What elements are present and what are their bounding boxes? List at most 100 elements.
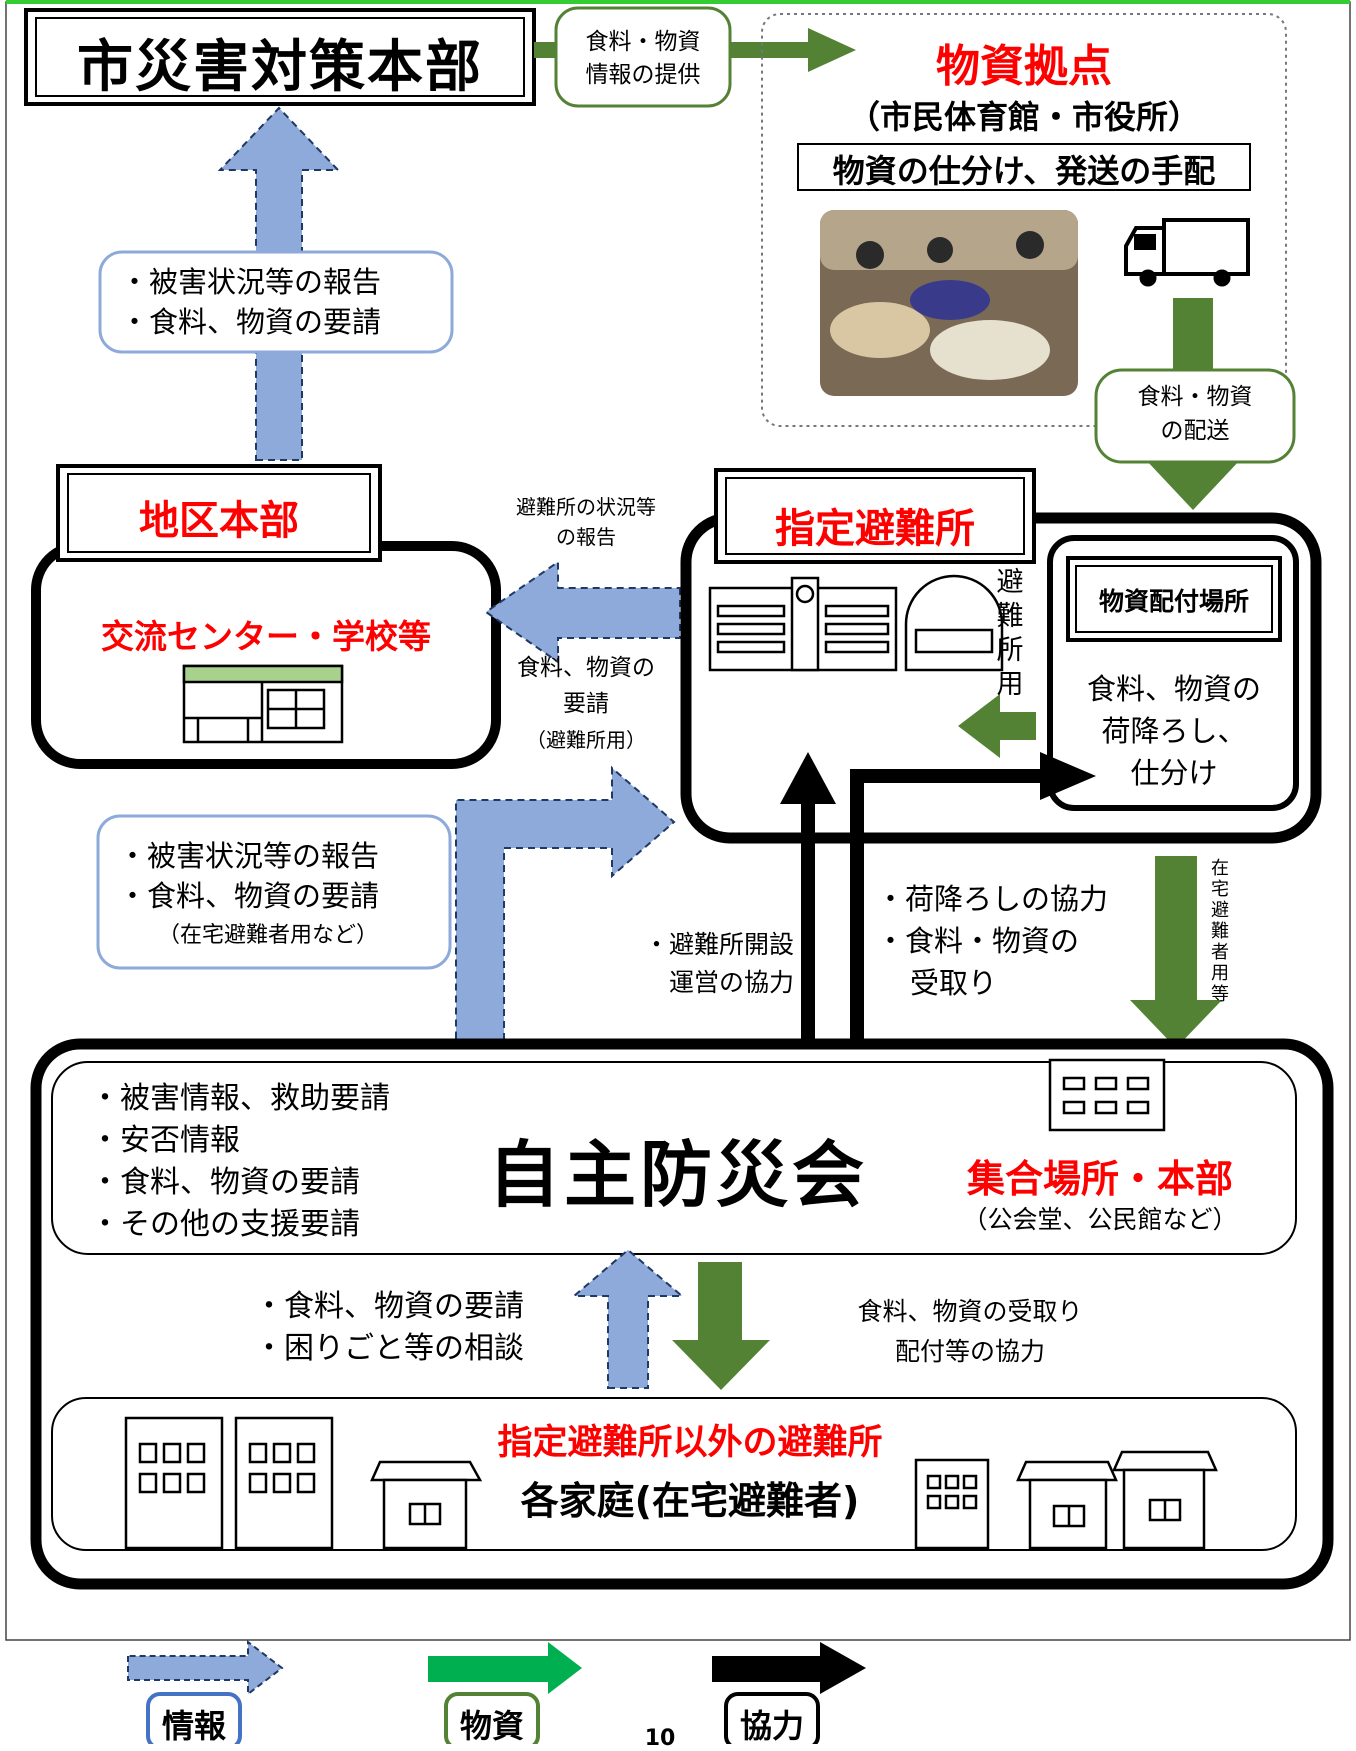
district-location: 交流センター・学校等 <box>101 617 431 656</box>
shelter-use-label: 避 難 所 用 <box>992 566 1028 702</box>
delivery-line1: 食料・物資 <box>1137 384 1253 410</box>
shelter-use-char: 所 <box>996 635 1024 666</box>
supply-info-bubble <box>554 6 732 108</box>
home-use-char: 等 <box>1211 984 1229 1005</box>
house-icon-2 <box>1016 1460 1118 1550</box>
depot-subtitle: （市民体育館・市役所） <box>847 98 1200 136</box>
legend-info-label: 情報 <box>161 1707 226 1745</box>
shelter-report-label: 避難所の状況等 の報告 <box>486 492 686 552</box>
report-up-bubble <box>98 250 454 354</box>
legend-info-arrow <box>127 1639 284 1697</box>
home-use-label: 在 宅 避 難 者 用 等 <box>1208 858 1232 1005</box>
supply-info-line2: 情報の提供 <box>585 62 701 88</box>
legend-goods-box <box>444 1692 540 1744</box>
org-inner-box <box>51 1061 1297 1255</box>
org-title: 自主防災会 <box>488 1133 869 1217</box>
coop-arrow-unload <box>850 752 1096 1042</box>
distribution-line: 仕分け <box>1130 756 1218 790</box>
org-place: 集合場所・本部 <box>966 1157 1233 1201</box>
unload-coop-line1: ・荷降ろしの協力 <box>876 882 1109 916</box>
shelter-report-line2: の報告 <box>556 525 616 549</box>
recv-bottom-label: 食料、物資の受取り 配付等の協力 <box>820 1292 1120 1372</box>
home-use-char: 在 <box>1211 858 1229 879</box>
goods-arrow-hq-to-depot <box>534 28 856 72</box>
info-arrow-shelter-to-district <box>484 560 681 664</box>
org-item: ・食料、物資の要請 <box>90 1165 360 1200</box>
legend-goods-arrow <box>428 1642 582 1694</box>
report-up-line1: ・被害状況等の報告 <box>120 265 382 299</box>
shelter-report-line1: 避難所の状況等 <box>516 495 656 519</box>
school-icon <box>708 574 1004 672</box>
org-place-note: （公会堂、公民館など） <box>962 1205 1238 1234</box>
unload-coop-line3: 受取り <box>910 966 998 1000</box>
org-container <box>30 1038 1334 1590</box>
report-mid-line3: （在宅避難者用など） <box>158 923 379 948</box>
households-line2: 各家庭(在宅避難者) <box>520 1479 860 1523</box>
distribution-title-box <box>1066 556 1282 642</box>
distribution-title: 物資配付場所 <box>1098 587 1249 616</box>
shelter-request-label: 食料、物資の 要請 （避難所用） <box>486 650 686 758</box>
truck-icon <box>1124 218 1250 287</box>
report-mid-line1: ・被害状況等の報告 <box>118 839 380 873</box>
recv-bottom-line1: 食料、物資の受取り <box>857 1297 1083 1326</box>
apartment-icon-2 <box>234 1416 334 1550</box>
legend-info-box <box>146 1692 242 1744</box>
report-up-label: ・被害状況等の報告 ・食料、物資の要請 <box>120 262 381 342</box>
report-mid-bubble <box>96 814 452 970</box>
shelter-request-line2: 要請 <box>563 691 609 717</box>
goods-arrow-org-to-home <box>672 1262 770 1390</box>
distribution-text: 食料、物資の 荷降ろし、 仕分け <box>1056 668 1292 794</box>
shelter-use-char: 難 <box>996 601 1024 632</box>
home-use-char: 難 <box>1211 921 1229 942</box>
depot-task-box <box>797 143 1251 191</box>
building-icon <box>182 664 344 744</box>
home-use-char: 避 <box>1211 900 1229 921</box>
home-use-char: 用 <box>1211 963 1229 984</box>
org-item: ・その他の支援要請 <box>90 1207 360 1242</box>
report-mid-line2: ・食料、物資の要請 <box>118 879 380 913</box>
legend-coop-box <box>724 1692 820 1744</box>
home-use-char: 宅 <box>1211 879 1229 900</box>
depot-region <box>761 13 1287 427</box>
house-icon-3 <box>1112 1450 1218 1550</box>
home-use-char: 者 <box>1211 942 1229 963</box>
info-arrow-home-to-org <box>571 1248 685 1389</box>
apartment-icon-3 <box>914 1458 990 1550</box>
distribution-line: 食料、物資の <box>1086 672 1261 706</box>
recv-bottom-line2: 配付等の協力 <box>894 1337 1045 1366</box>
delivery-bubble <box>1094 368 1296 464</box>
report-mid-label: ・被害状況等の報告 ・食料、物資の要請 （在宅避難者用など） <box>118 836 379 956</box>
shelter-use-char: 避 <box>996 567 1024 598</box>
req-bottom-line2: ・困りごと等の相談 <box>254 1331 524 1366</box>
open-coop-line1: ・避難所開設 <box>643 930 794 959</box>
shelter-use-char: 用 <box>996 669 1024 700</box>
distribution-photo <box>820 210 1078 396</box>
info-arrow-org-to-shelter <box>455 765 676 1041</box>
legend-goods-label: 物資 <box>459 1707 524 1745</box>
report-up-line2: ・食料、物資の要請 <box>120 305 382 339</box>
supply-info-line1: 食料・物資 <box>585 29 701 55</box>
district-title-box <box>56 464 382 562</box>
unload-coop-label: ・荷降ろしの協力 ・食料・物資の 受取り <box>876 878 1108 1004</box>
shelter-request-line3: （避難所用） <box>526 728 646 752</box>
open-coop-label: ・避難所開設 運営の協力 <box>610 926 794 1002</box>
req-bottom-label: ・食料、物資の要請 ・困りごと等の相談 <box>254 1286 524 1370</box>
delivery-label: 食料・物資 の配送 <box>1096 380 1294 448</box>
hq-title: 市災害対策本部 <box>77 35 483 100</box>
house-icon-1 <box>370 1460 483 1550</box>
district-title: 地区本部 <box>139 498 299 544</box>
org-items: ・被害情報、救助要請 ・安否情報 ・食料、物資の要請 ・その他の支援要請 <box>90 1078 390 1246</box>
shelter-title: 指定避難所 <box>775 506 975 552</box>
page-number: 10 <box>644 1726 676 1751</box>
households-line1: 指定避難所以外の避難所 <box>497 1423 883 1463</box>
unload-coop-line2: ・食料・物資の <box>876 924 1080 958</box>
org-item: ・安否情報 <box>90 1123 240 1158</box>
shelter-title-box <box>714 468 1036 564</box>
distribution-line: 荷降ろし、 <box>1101 714 1247 748</box>
shelter-request-line1: 食料、物資の <box>517 655 655 681</box>
goods-arrow-shelter-to-home <box>1130 856 1222 1048</box>
assembly-building-icon <box>1048 1058 1166 1132</box>
legend-coop-label: 協力 <box>739 1707 804 1745</box>
goods-arrow-distribution-to-shelter <box>958 694 1036 758</box>
